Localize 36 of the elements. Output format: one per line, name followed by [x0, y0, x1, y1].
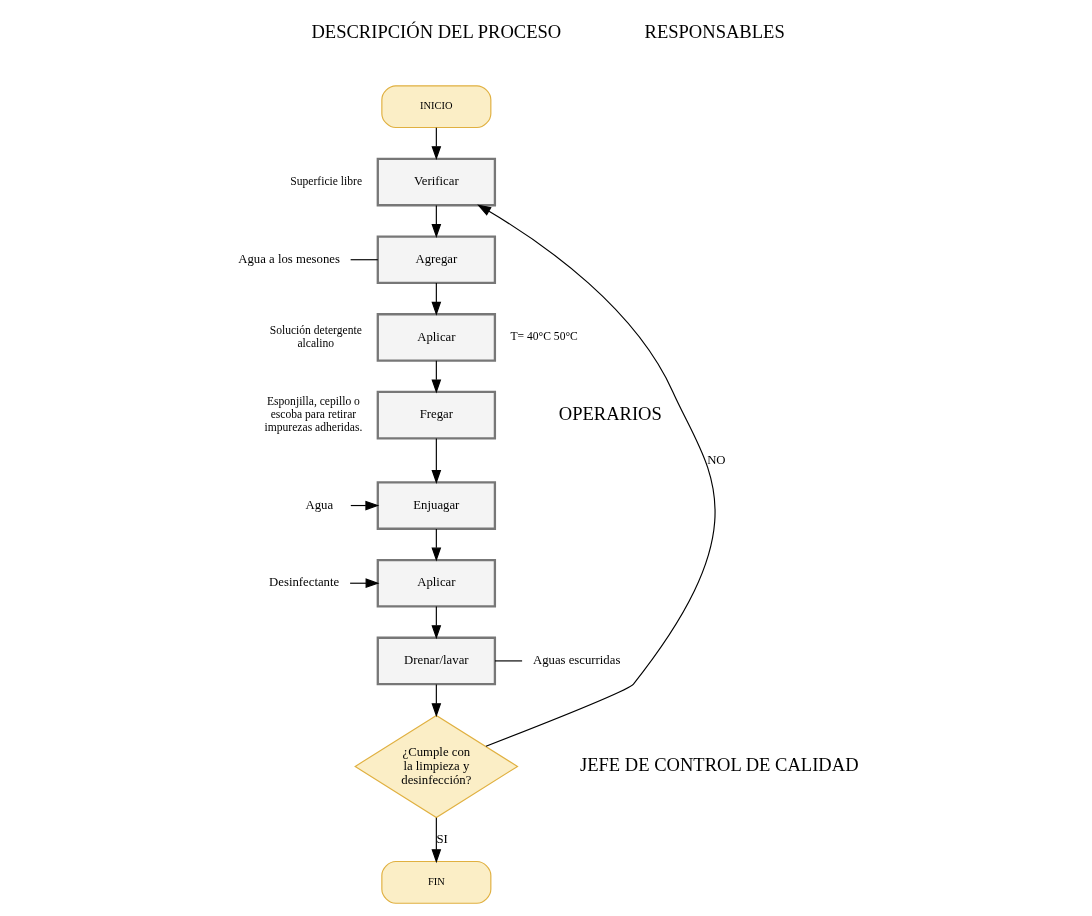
edge-label: SI: [435, 831, 448, 846]
label: RESPONSABLES: [644, 21, 785, 43]
node-box: Enjuagar: [376, 481, 496, 530]
connector: [493, 660, 523, 662]
edge-label: NO: [706, 452, 726, 467]
arrow: [430, 204, 441, 238]
arrow: [476, 204, 715, 747]
node-box: INICIO: [380, 85, 491, 129]
arrow: [430, 683, 441, 718]
label: OPERARIOS: [558, 402, 662, 424]
node-box: Drenar/lavar: [376, 636, 496, 686]
node-text: Agua: [304, 497, 333, 512]
node-box: Aplicar: [376, 313, 496, 362]
node-label: Solución detergente alcalino: [269, 323, 362, 350]
node-label: Superficie libre: [289, 174, 362, 188]
arrow: [430, 528, 441, 562]
arrow: [430, 606, 441, 640]
arrow: [430, 360, 441, 394]
node-box: Aplicar: [376, 558, 496, 608]
node-box: FIN: [380, 860, 491, 904]
node-box: Verificar: [376, 157, 496, 207]
node-text: Agua a los mesones: [237, 251, 340, 266]
node-text: Desinfectante: [268, 575, 339, 590]
node-diamond: ¿Cumple con la limpieza y desinfección?: [353, 714, 519, 819]
node-text: Aguas escurridas: [532, 653, 620, 668]
arrow: [430, 282, 441, 316]
label: DESCRIPCIÓN DEL PROCESO: [310, 21, 561, 43]
node-box: Fregar: [376, 390, 496, 440]
arrow: [430, 817, 441, 864]
arrow: [430, 437, 441, 484]
connector: [349, 259, 378, 261]
arrow: [430, 127, 441, 161]
label: JEFE DE CONTROL DE CALIDAD: [579, 753, 859, 775]
node-label: T= 40°C 50°C: [510, 330, 578, 344]
node-label: Esponjilla, cepillo o escoba para retirar impurezas adheridas.: [264, 395, 362, 434]
node-box: Agregar: [376, 235, 496, 285]
